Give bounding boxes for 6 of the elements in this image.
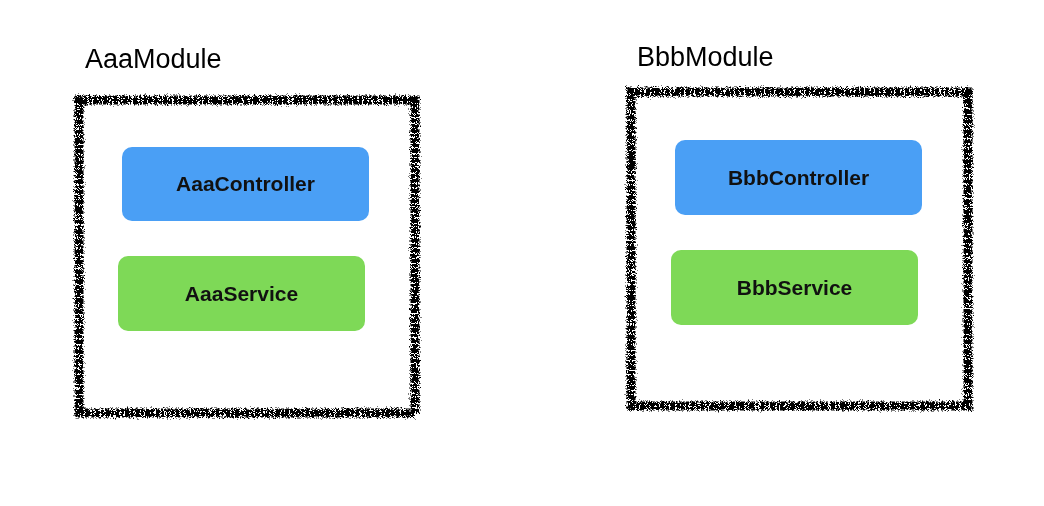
component-box: BbbService: [671, 250, 918, 325]
module-title: BbbModule: [637, 42, 774, 73]
component-box: BbbController: [675, 140, 922, 215]
component-box: AaaService: [118, 256, 365, 331]
component-box: AaaController: [122, 147, 369, 221]
module-title: AaaModule: [85, 44, 222, 75]
